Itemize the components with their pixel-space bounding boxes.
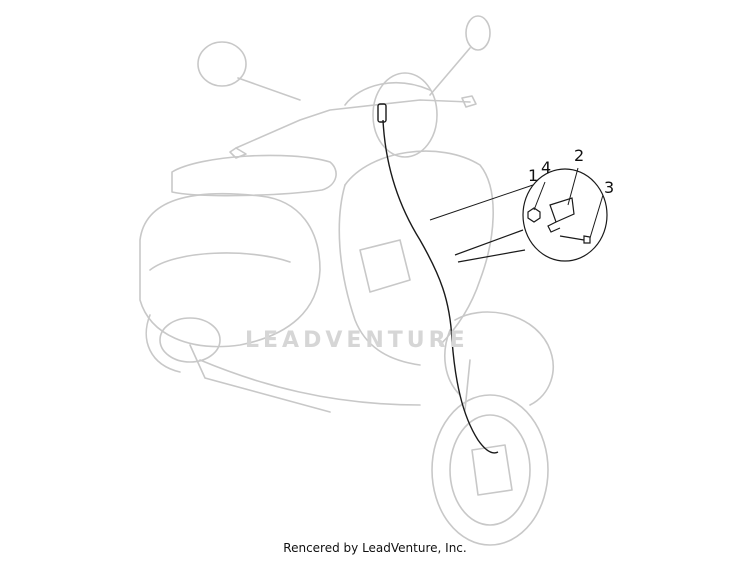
headlight <box>372 72 438 158</box>
front-fender <box>454 311 554 406</box>
callout-3: 3 <box>604 178 615 197</box>
cable-part <box>377 103 499 454</box>
detail-circle <box>454 168 608 263</box>
watermark-text: LEADVENTURE <box>245 328 469 353</box>
floorboard <box>199 359 421 406</box>
footer-credit: Rencered by LeadVenture, Inc. <box>283 541 467 555</box>
rear-body <box>139 192 321 348</box>
front-wheel <box>431 394 549 546</box>
seat <box>171 154 337 197</box>
left-mirror <box>197 41 247 87</box>
handlebar <box>235 99 471 149</box>
nut-part <box>527 207 541 223</box>
bolt-part <box>559 235 585 241</box>
scooter-outline <box>139 15 554 546</box>
right-mirror <box>465 15 491 51</box>
callout-2: 2 <box>574 146 585 165</box>
bracket-part <box>549 197 575 223</box>
callout-4: 4 <box>541 158 552 177</box>
leg-shield <box>344 150 494 346</box>
callout-1: 1 <box>528 166 539 185</box>
callout-leaders <box>429 167 604 239</box>
